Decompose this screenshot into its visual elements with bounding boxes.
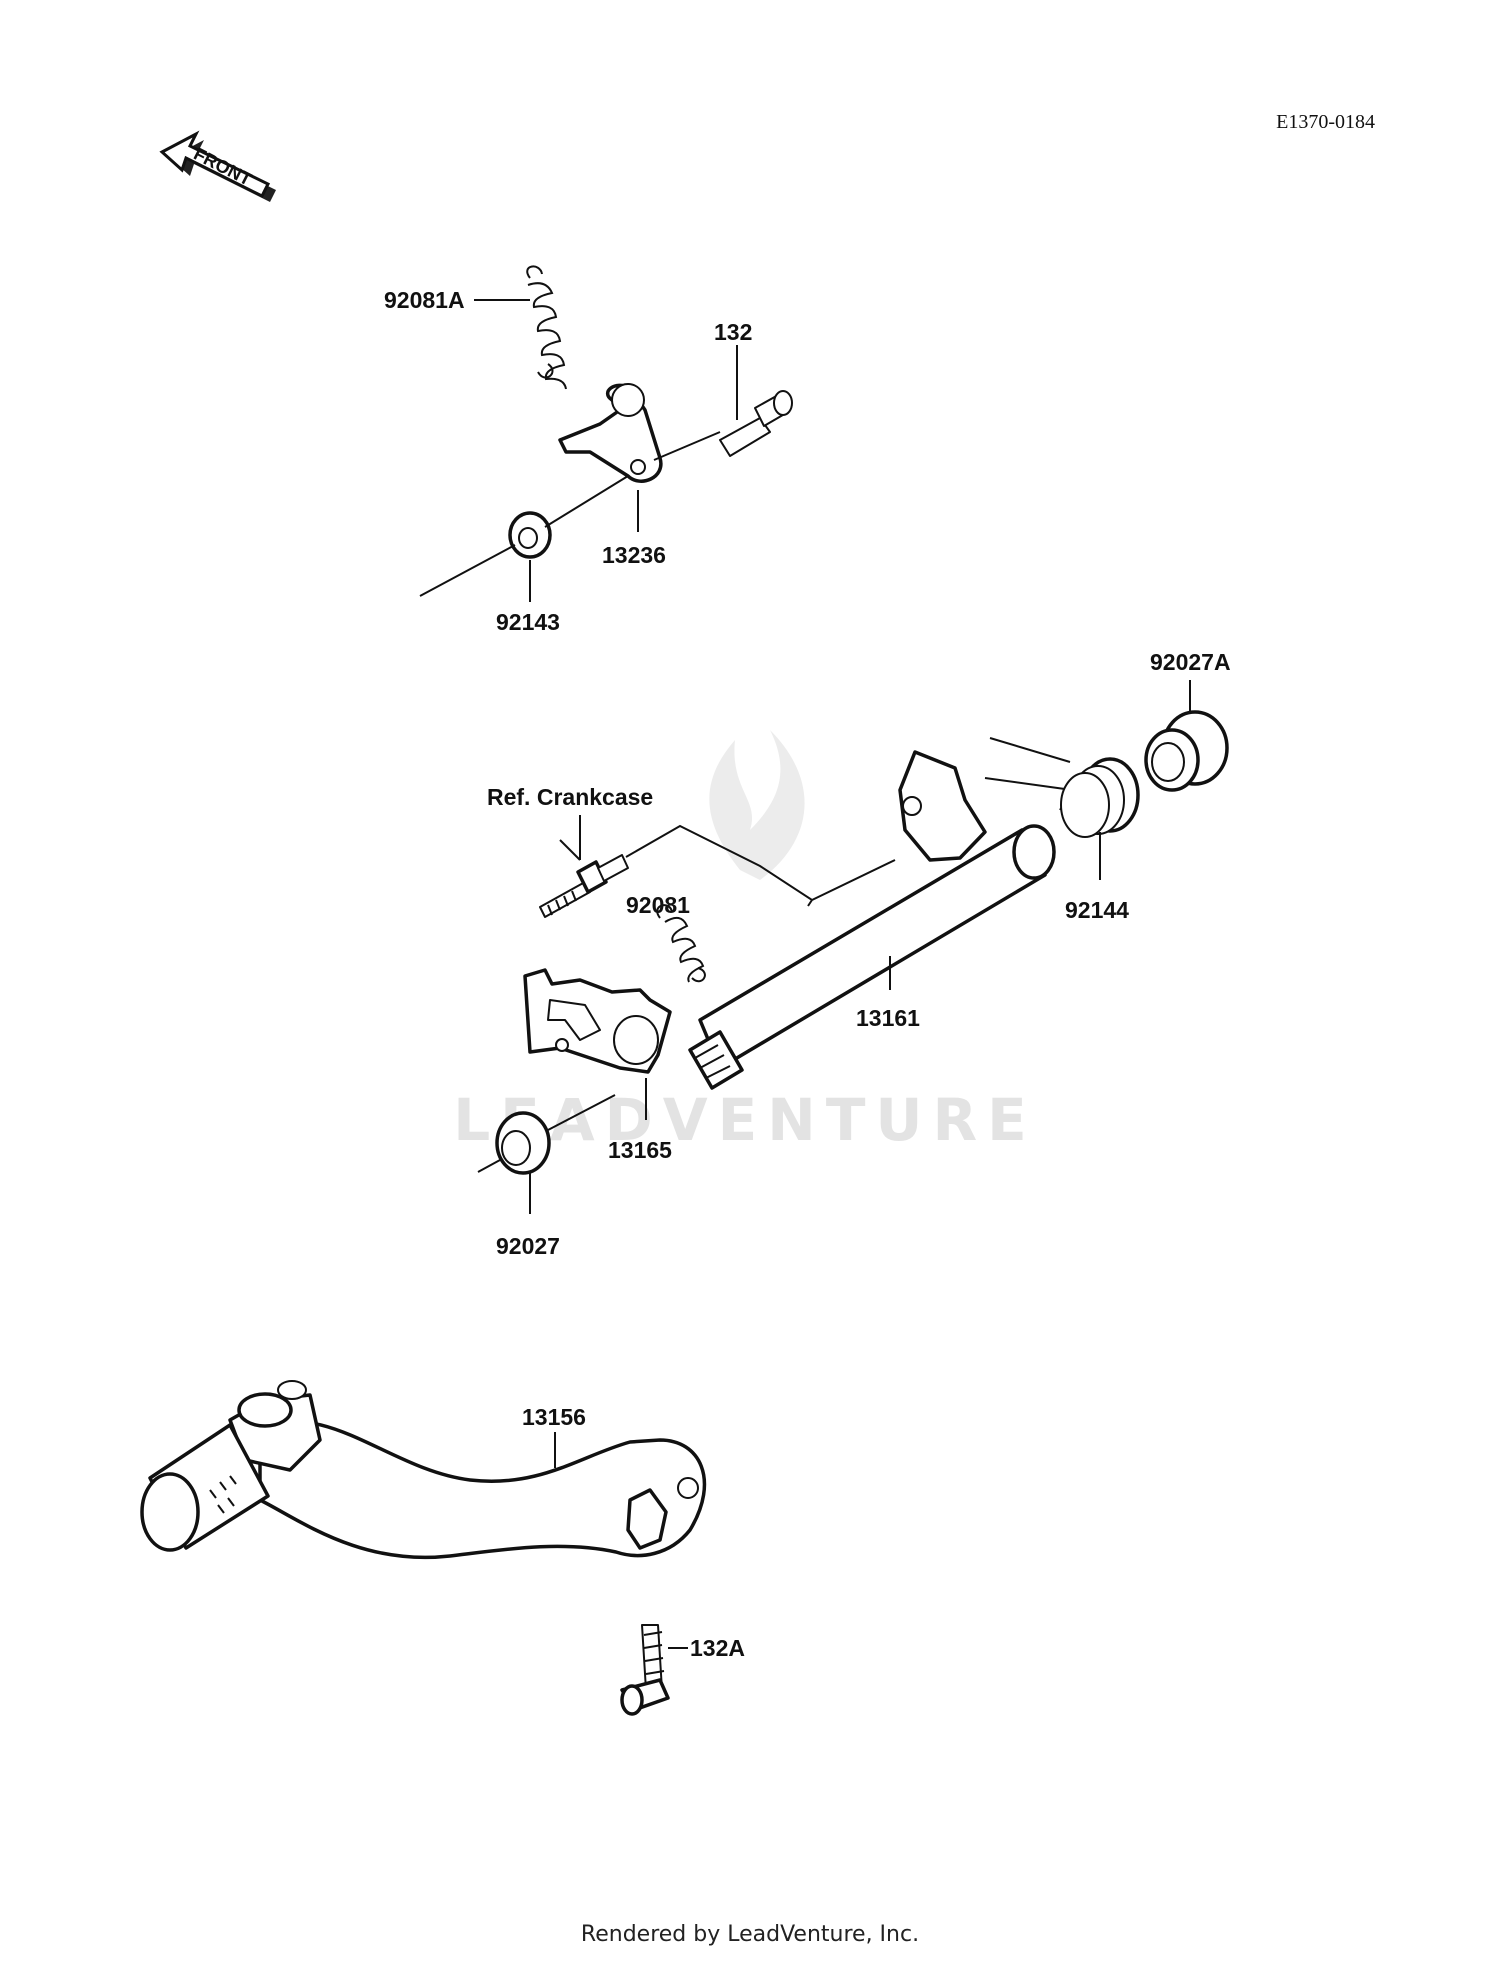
label-132A[interactable]: 132A — [690, 1635, 745, 1661]
spring-92144 — [984, 737, 1140, 838]
label-13156[interactable]: 13156 — [522, 1404, 586, 1430]
seal-92027 — [495, 1111, 551, 1175]
spring-92081A — [526, 265, 567, 390]
diagram-code: E1370-0184 — [1276, 111, 1375, 133]
crankcase-pin — [539, 854, 629, 918]
bolt-132A — [620, 1624, 670, 1716]
label-92081A[interactable]: 92081A — [384, 287, 465, 313]
washer-92143 — [508, 511, 552, 559]
label-13236[interactable]: 13236 — [602, 542, 666, 568]
upper-axis-line — [419, 431, 721, 597]
label-13165[interactable]: 13165 — [608, 1137, 672, 1163]
leader-lines — [474, 299, 1191, 1649]
label-ref-crankcase: Ref. Crankcase — [487, 784, 653, 810]
label-92027[interactable]: 92027 — [496, 1233, 560, 1259]
plate-13165 — [523, 968, 672, 1074]
pedal-13156 — [140, 1380, 707, 1560]
label-92143[interactable]: 92143 — [496, 609, 560, 635]
ref-leader-line — [559, 824, 896, 907]
bolt-132 — [719, 390, 793, 457]
shaft-13161 — [688, 750, 1056, 1090]
label-92027A[interactable]: 92027A — [1150, 649, 1231, 675]
middle-axis-line — [477, 1094, 616, 1173]
spring-92081 — [656, 904, 706, 983]
label-132[interactable]: 132 — [714, 319, 752, 345]
label-92081[interactable]: 92081 — [626, 892, 690, 918]
label-92144[interactable]: 92144 — [1065, 897, 1129, 923]
front-arrow-icon: FRONT — [159, 130, 276, 202]
footer-credit: Rendered by LeadVenture, Inc. — [580, 1922, 920, 1947]
label-13161[interactable]: 13161 — [856, 1005, 920, 1031]
lever-13236 — [558, 383, 663, 483]
seal-92027A — [1144, 710, 1229, 792]
